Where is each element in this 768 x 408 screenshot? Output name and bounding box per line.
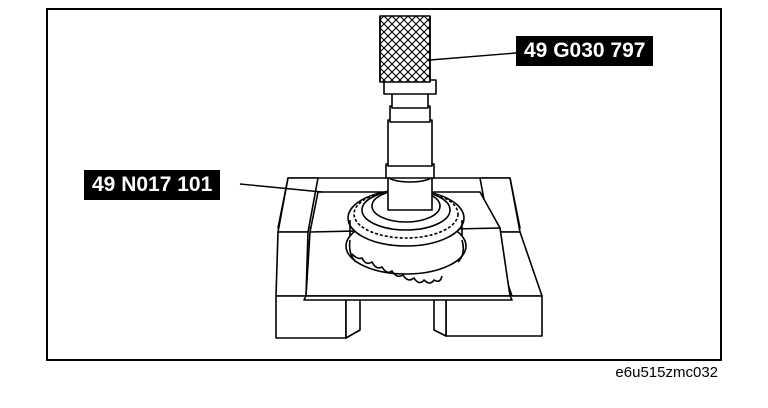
label-installer-tool: 49 G030 797 — [516, 36, 654, 66]
leader-plate — [239, 183, 323, 193]
support-block-left-leg — [275, 177, 361, 339]
leader-tool — [429, 52, 517, 61]
support-block-right-leg — [433, 177, 543, 337]
installer-tool — [379, 15, 437, 211]
figure-caption: e6u515zmc032 — [615, 364, 718, 381]
label-support-plate: 49 N017 101 — [84, 170, 221, 200]
